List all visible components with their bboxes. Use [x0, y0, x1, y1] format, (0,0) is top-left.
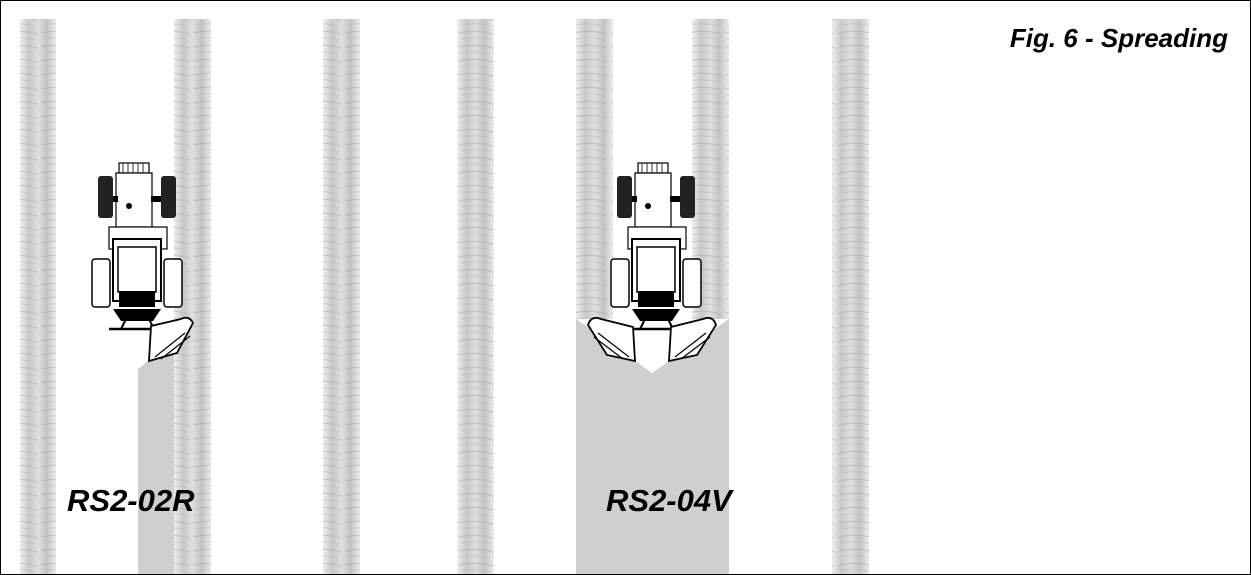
- spread-area-right: [576, 319, 729, 575]
- figure-caption: Fig. 6 - Spreading: [1010, 23, 1228, 54]
- crop-row: [832, 19, 869, 575]
- crop-row: [457, 19, 494, 575]
- machine-label-right: RS2-04V: [606, 483, 732, 519]
- crop-row: [323, 19, 360, 575]
- crop-row: [20, 19, 56, 575]
- machine-label-left: RS2-02R: [67, 483, 195, 519]
- crop-row: [576, 19, 613, 319]
